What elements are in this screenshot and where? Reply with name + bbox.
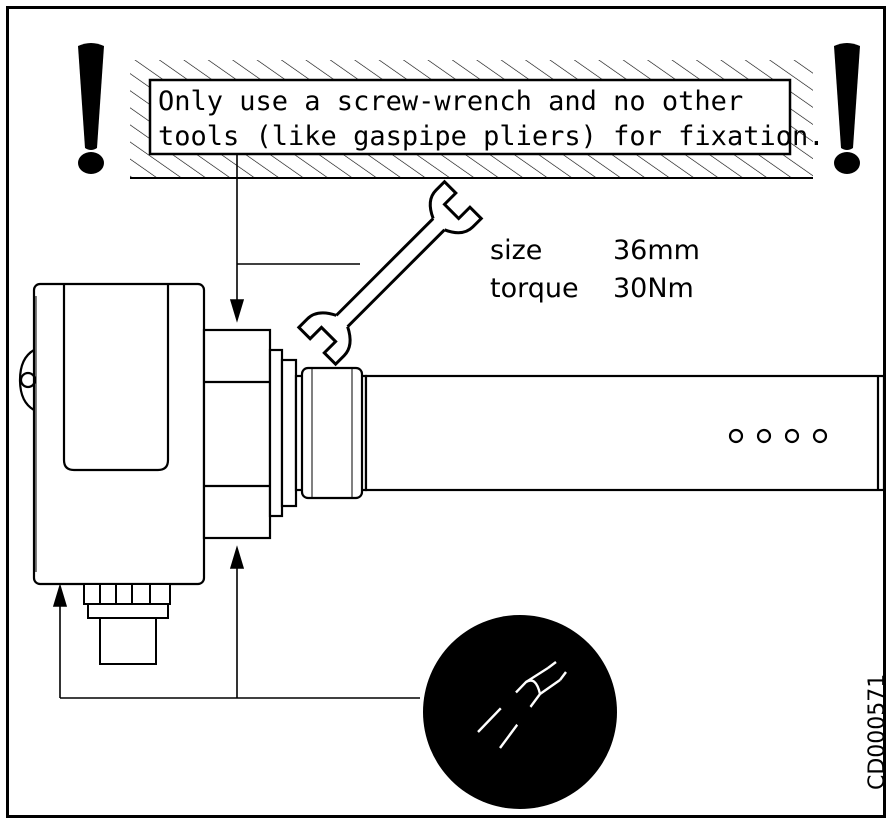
thread-section xyxy=(294,366,368,500)
hex-nut xyxy=(202,328,298,540)
leader-lines-bottom xyxy=(52,545,420,699)
wrench-spec: size 36mm torque 30Nm xyxy=(490,235,700,304)
cable-gland xyxy=(83,583,171,665)
warning-line-1: Only use a screw-wrench and no other xyxy=(158,86,743,117)
size-value: 36mm xyxy=(613,235,700,266)
warning-box: Only use a screw-wrench and no other too… xyxy=(148,78,824,156)
wrench-icon xyxy=(296,179,484,367)
exclamation-icon-left xyxy=(78,43,104,174)
sensor-housing xyxy=(18,282,206,586)
torque-value: 30Nm xyxy=(613,273,694,304)
exclamation-icon-right xyxy=(834,43,860,174)
leader-line-warning xyxy=(229,154,360,323)
torque-label: torque xyxy=(490,273,579,304)
warning-line-2: tools (like gaspipe pliers) for fixation… xyxy=(158,121,824,152)
probe-tube xyxy=(364,374,886,492)
no-pliers-icon xyxy=(423,615,617,809)
size-label: size xyxy=(490,235,542,266)
drawing-code: CD000571 xyxy=(865,674,890,790)
